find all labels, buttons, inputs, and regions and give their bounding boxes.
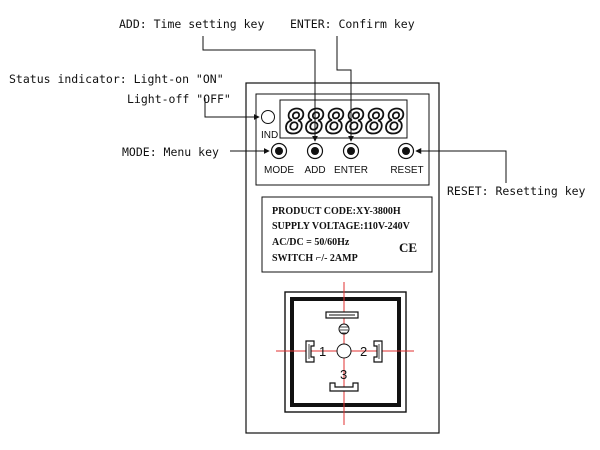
add-key[interactable] xyxy=(306,142,324,160)
status-callout-line2: Light-off "OFF" xyxy=(127,92,231,106)
add-key-label: ADD xyxy=(304,165,325,176)
pin-3-label: 3 xyxy=(340,367,347,382)
nameplate xyxy=(261,196,433,273)
reset-key-label: RESET xyxy=(390,165,423,176)
mode-callout: MODE: Menu key xyxy=(122,145,219,159)
led-digit: 8 xyxy=(345,102,365,141)
enter-callout: ENTER: Confirm key xyxy=(290,17,415,31)
mode-key[interactable] xyxy=(270,142,288,160)
led-digits: 8 8 8 8 8 8 xyxy=(284,101,406,142)
led-digit: 8 xyxy=(325,102,345,141)
reset-callout: RESET: Resetting key xyxy=(447,184,586,198)
led-display xyxy=(279,99,408,139)
socket: 1 2 3 xyxy=(276,282,414,425)
product-code: PRODUCT CODE:XY-3800H xyxy=(272,206,401,217)
status-leader xyxy=(204,98,260,120)
status-callout-line1: Status indicator: Light-on "ON" xyxy=(9,72,224,86)
terminal-2 xyxy=(373,340,383,363)
add-leader xyxy=(202,36,318,142)
led-digit: 8 xyxy=(365,102,385,141)
ground-symbol-icon xyxy=(338,323,350,335)
pin-2-label: 2 xyxy=(360,344,367,359)
switch-rating: SWITCH ⌐/- 2AMP xyxy=(272,253,358,264)
indicator-label: IND xyxy=(261,130,278,141)
enter-key[interactable] xyxy=(342,142,360,160)
reset-leader xyxy=(415,148,507,183)
enter-leader xyxy=(336,36,354,142)
add-callout: ADD: Time setting key xyxy=(119,17,264,31)
center-hole xyxy=(336,343,352,359)
terminal-3 xyxy=(329,382,359,392)
reset-key[interactable] xyxy=(397,142,415,160)
terminal-1 xyxy=(305,340,315,363)
supply-voltage: SUPPLY VOLTAGE:110V-240V xyxy=(272,221,411,232)
led-digit: 8 xyxy=(385,102,405,141)
led-digit: 8 xyxy=(285,102,305,141)
status-indicator-led xyxy=(261,110,275,124)
pin-1-label: 1 xyxy=(319,344,326,359)
leader-lines xyxy=(202,36,507,183)
ce-mark: CE xyxy=(399,240,417,255)
mode-key-label: MODE xyxy=(264,165,294,176)
frequency: AC/DC = 50/60Hz xyxy=(272,237,350,248)
enter-key-label: ENTER xyxy=(334,165,368,176)
